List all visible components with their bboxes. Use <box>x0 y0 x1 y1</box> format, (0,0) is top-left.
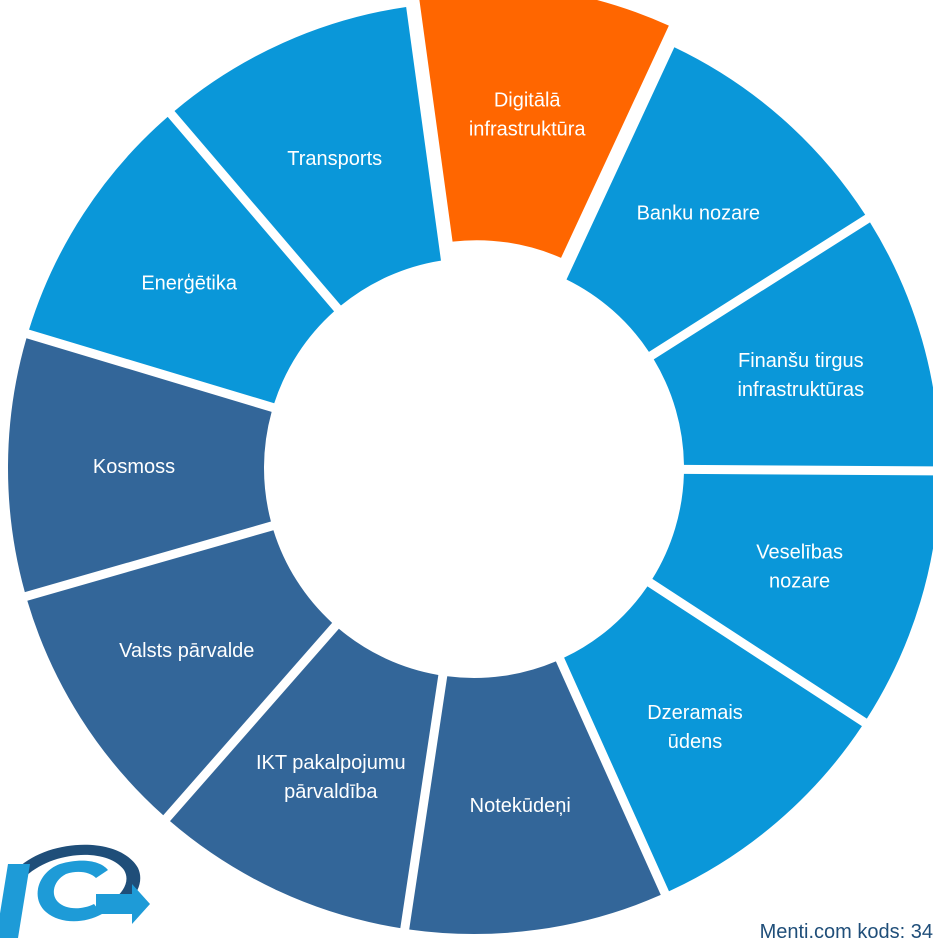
wheel-segment <box>27 530 333 816</box>
wheel-segment <box>174 6 441 306</box>
segment-label: Valsts pārvalde <box>119 640 254 662</box>
wheel-segment <box>564 586 862 892</box>
wheel-segment <box>7 338 272 593</box>
wheel-segment <box>566 47 866 352</box>
wheel-segment <box>170 628 439 929</box>
ic-arrow-logo-icon <box>0 844 150 938</box>
segment-label: Kosmoss <box>93 456 175 478</box>
menti-code-text: Menti.com kods: 34 <box>759 921 933 943</box>
segment-label: Banku nozare <box>637 202 760 224</box>
wheel-segments <box>7 0 933 934</box>
segment-label: Notekūdeņi <box>470 795 571 817</box>
segment-label: Enerģētika <box>141 272 237 294</box>
wheel-segment <box>29 116 335 404</box>
segment-label: Transports <box>287 148 382 170</box>
wheel-segment <box>652 473 933 719</box>
wheel-segment <box>653 222 933 467</box>
wheel-segment <box>419 0 669 258</box>
wheel-segment <box>409 661 661 934</box>
